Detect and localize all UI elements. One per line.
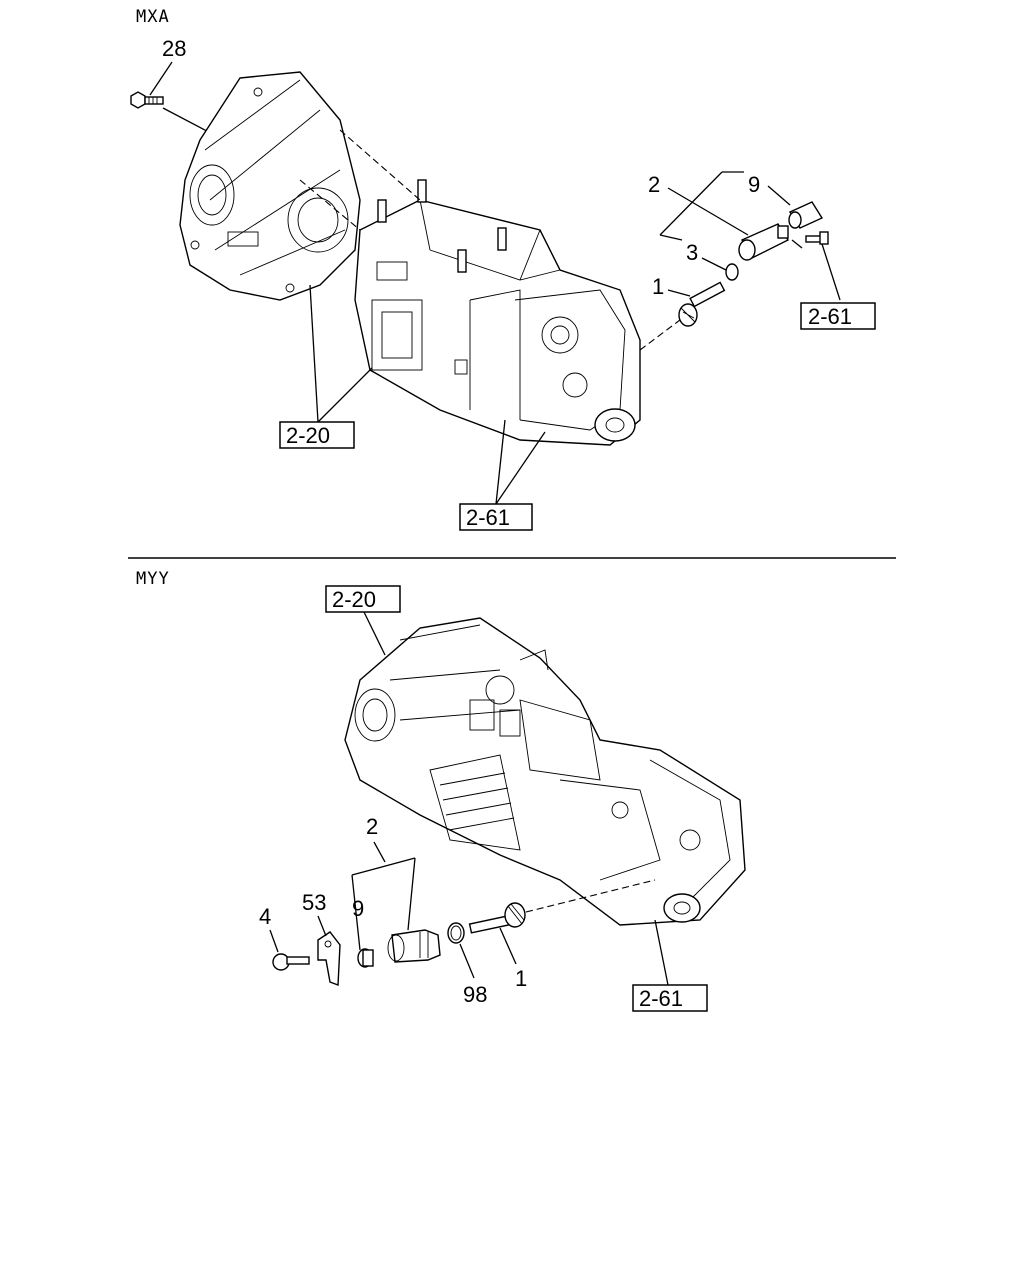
ref-box-housing-bottom[interactable]: 2-20: [325, 585, 401, 613]
label-sensor-2-top: 2: [648, 172, 660, 197]
small-bolt-top: [805, 231, 829, 245]
driven-gear-1-bottom: [468, 902, 526, 934]
ref-text-housing-top: 2-20: [286, 423, 330, 448]
oring-98-bottom: [447, 922, 465, 944]
bolt-28-part: [130, 91, 164, 109]
transmission-assembly-bottom: [344, 617, 746, 926]
ref-text-housing-bottom: 2-20: [332, 587, 376, 612]
label-oring-98-bottom: 98: [463, 982, 487, 1007]
label-bolt-4-bottom: 4: [259, 904, 271, 929]
ref-text-case-top: 2-61: [466, 505, 510, 530]
driven-gear-1-top: [678, 281, 726, 327]
clutch-housing-top: [179, 71, 361, 301]
oring-3-top: [725, 263, 739, 281]
ref-box-housing-top[interactable]: 2-20: [279, 421, 355, 449]
ref-box-case-top[interactable]: 2-61: [459, 503, 533, 531]
label-gear-1-top: 1: [652, 274, 664, 299]
plate-53-bottom: [317, 931, 341, 986]
speed-sensor-bottom: [387, 929, 441, 963]
label-bolt-28: 28: [162, 36, 186, 61]
transmission-case-top: [354, 179, 641, 446]
label-gear-1-bottom: 1: [515, 966, 527, 991]
section-code-myy: MYY: [136, 569, 170, 589]
bolt-4-bottom: [272, 953, 310, 971]
bushing-9-top: [788, 201, 824, 229]
ref-text-bolt-top: 2-61: [808, 304, 852, 329]
section-code-mxa: MXA: [136, 7, 170, 27]
label-bushing-9-top: 9: [748, 172, 760, 197]
label-sensor-2-bottom: 2: [366, 814, 378, 839]
label-bushing-9-bottom: 9: [352, 896, 364, 921]
label-oring-3-top: 3: [686, 240, 698, 265]
bushing-9-bottom: [357, 948, 374, 968]
speed-sensor-top: [738, 223, 790, 261]
ref-text-case-bottom: 2-61: [639, 986, 683, 1011]
ref-box-case-bottom[interactable]: 2-61: [632, 984, 708, 1012]
label-plate-53-bottom: 53: [302, 890, 326, 915]
ref-box-bolt-top[interactable]: 2-61: [800, 302, 876, 330]
